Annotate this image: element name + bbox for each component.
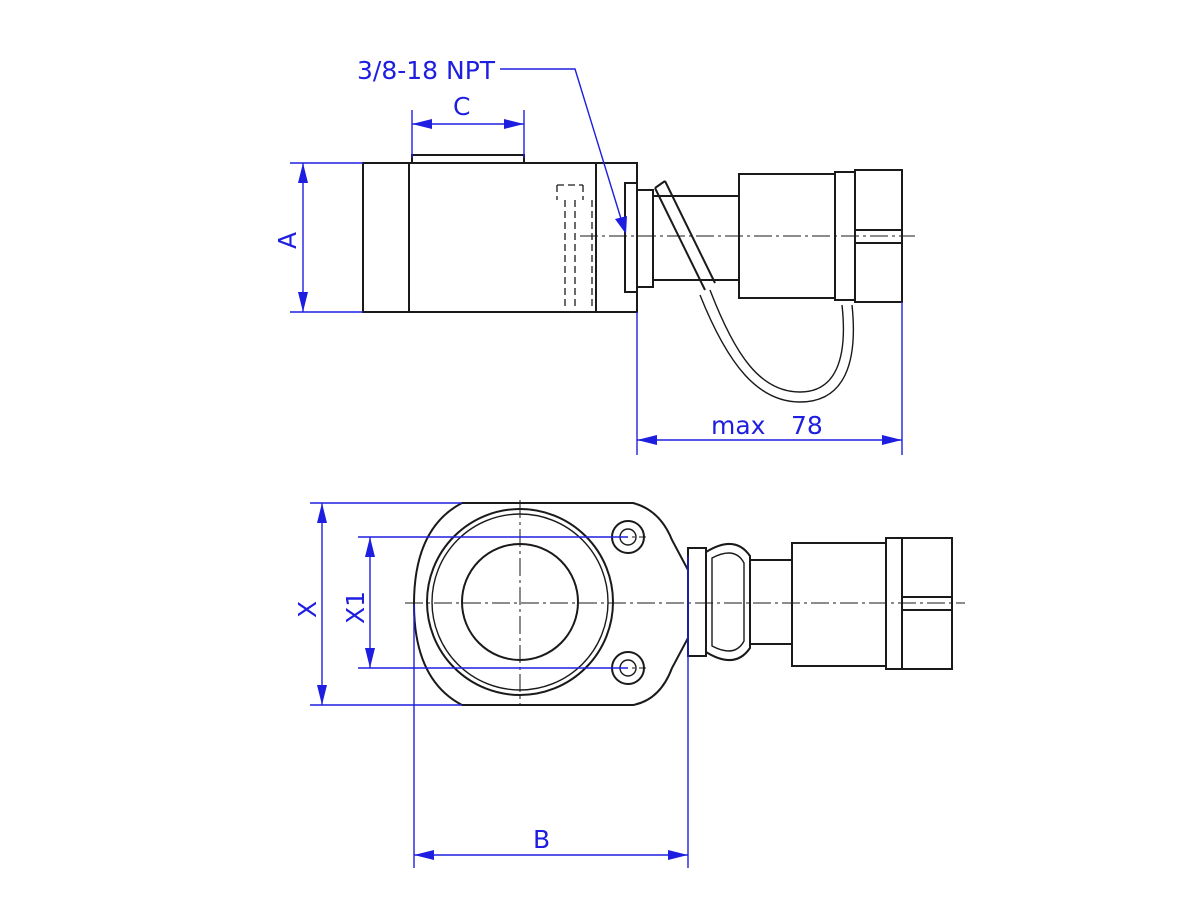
port-label: 3/8-18 NPT	[357, 56, 496, 85]
dimension-x1: X1	[341, 536, 628, 669]
dim-b-label: B	[533, 825, 550, 854]
dim-x1-label: X1	[341, 591, 370, 624]
dim-max-value: 78	[791, 411, 823, 440]
dimension-x: X	[293, 502, 462, 706]
side-view: 3/8-18 NPT C A	[273, 56, 915, 455]
port-leader: 3/8-18 NPT	[357, 56, 627, 234]
dimension-a: A	[273, 162, 363, 313]
dim-a-label: A	[273, 232, 302, 249]
dim-x-label: X	[293, 601, 322, 618]
dim-max-word: max	[711, 411, 765, 440]
dimension-c: C	[411, 92, 525, 158]
top-view: X X1 B	[293, 500, 965, 868]
dust-cap-tether	[654, 180, 855, 403]
dim-c-label: C	[453, 92, 470, 121]
dimension-max-78: max 78	[636, 302, 903, 455]
cylinder-body-top	[412, 502, 689, 706]
hidden-port-channel	[556, 184, 593, 310]
dimension-b: B	[413, 556, 689, 868]
cylinder-body-side	[362, 154, 638, 313]
